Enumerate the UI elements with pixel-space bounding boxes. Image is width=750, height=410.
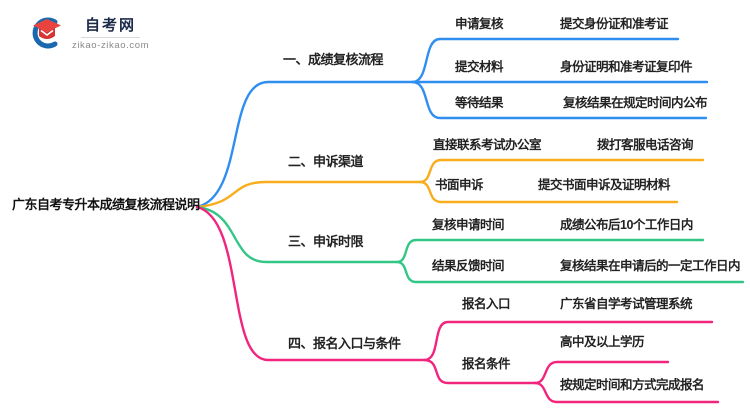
branch-1-child-2-label: 提交材料 xyxy=(455,60,504,74)
branch-4-child-2-detail-1: 高中及以上学历 xyxy=(560,335,645,349)
branch-4-child-2-detail-2-line xyxy=(533,381,720,404)
branch-1-label: 一、成绩复核流程 xyxy=(283,52,384,67)
branch-3-child-1-line xyxy=(395,238,705,264)
logo-title: 自考网 xyxy=(81,14,141,38)
branch-3-child-1-detail: 成绩公布后10个工作日内 xyxy=(560,218,693,232)
branch-3-child-1-label: 复核申请时间 xyxy=(432,218,505,232)
branch-1-child-3-label: 等待结果 xyxy=(455,96,504,110)
branch-4-child-2-label: 报名条件 xyxy=(462,357,511,371)
site-logo[interactable]: 自考网 zikao-zikao.com xyxy=(28,14,149,51)
branch-1-child-3-line xyxy=(411,80,708,120)
branch-2-child-1-detail: 拨打客服电话咨询 xyxy=(597,138,694,152)
branch-2-child-2-detail: 提交书面申诉及证明材料 xyxy=(538,178,671,192)
branch-4-child-1-line xyxy=(423,320,714,362)
branch-2-child-1-line xyxy=(418,158,705,184)
branch-4-child-1-detail: 广东省自学考试管理系统 xyxy=(560,297,693,311)
branch-2-child-1-label: 直接联系考试办公室 xyxy=(433,138,542,152)
branch-3-child-2-label: 结果反馈时间 xyxy=(432,259,505,273)
branch-1-child-2-detail: 身份证明和准考证复印件 xyxy=(560,60,693,74)
branch-4-label: 四、报名入口与条件 xyxy=(288,336,401,351)
branch-3-label: 三、申诉时限 xyxy=(288,234,364,249)
branch-1-child-1-detail: 提交身份证和准考证 xyxy=(560,17,669,31)
branch-1-child-3-detail: 复核结果在规定时间内公布 xyxy=(563,96,708,110)
branch-2-child-2-line xyxy=(418,180,679,204)
zikao-logo-icon xyxy=(32,17,61,48)
root-node: 广东自考专升本成绩复核流程说明 xyxy=(12,197,200,212)
branch-4-child-2-detail-1-line xyxy=(533,360,670,385)
branch-4-line xyxy=(195,205,427,362)
branch-2-label: 二、申诉渠道 xyxy=(288,154,364,169)
branch-4-child-2-line xyxy=(423,358,537,385)
branch-4-child-2-detail-2: 按规定时间和方式完成报名 xyxy=(560,378,705,392)
branch-1-line xyxy=(195,80,415,209)
branch-3-child-2-line xyxy=(395,260,745,284)
branch-3-child-2-detail: 复核结果在申请后的一定工作日内 xyxy=(560,259,741,273)
logo-domain: zikao-zikao.com xyxy=(72,40,150,51)
branch-3-line xyxy=(195,205,399,264)
branch-2-child-2-label: 书面申诉 xyxy=(435,178,484,192)
branch-1-child-1-label: 申请复核 xyxy=(455,17,504,31)
branch-4-child-1-label: 报名入口 xyxy=(462,297,511,311)
branch-1-child-1-line xyxy=(411,37,680,84)
branch-2-line xyxy=(195,180,422,209)
